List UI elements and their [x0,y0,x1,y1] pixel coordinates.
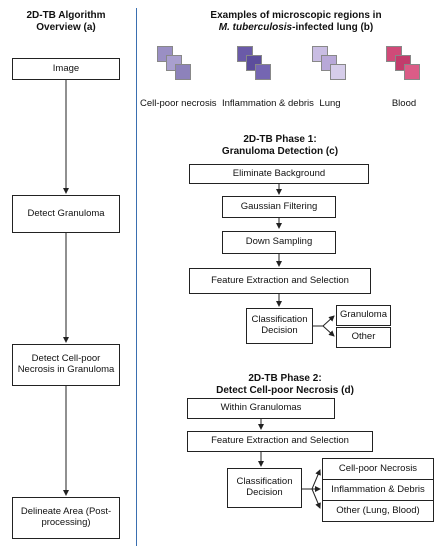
p2-outcome-inflammation: Inflammation & Debris [322,479,434,501]
p1-feature-extraction: Feature Extraction and Selection [189,268,371,294]
example-image-lung [312,46,348,82]
p1-classification-decision: Classification Decision [246,308,313,344]
step-delineate-area: Delineate Area (Post-processing) [12,497,120,539]
p2-within-granulomas: Within Granulomas [187,398,335,419]
example-image-inflammation [237,46,273,82]
examples-title-italic: M. tuberculosis [218,22,293,33]
phase1-title-line2: Granuloma Detection (c) [221,146,339,157]
example-image-blood [386,46,422,82]
example-image-cell-poor-necrosis [157,46,193,82]
phase2-title: 2D-TB Phase 2: Detect Cell-poor Necrosis… [200,373,370,397]
example-thumb [175,64,191,80]
overview-title-line1: 2D-TB Algorithm [26,10,106,21]
p1-outcome-other: Other [336,327,391,348]
example-label-cell-poor-necrosis: Cell-poor necrosis [140,98,217,109]
p1-gaussian-filtering: Gaussian Filtering [222,196,336,218]
examples-title-rest: -infected lung (b) [292,22,374,33]
example-label-blood: Blood [391,98,417,109]
step-image: Image [12,58,120,80]
phase1-title: 2D-TB Phase 1: Granuloma Detection (c) [210,134,350,158]
overview-title: 2D-TB Algorithm Overview (a) [10,10,122,34]
step-detect-necrosis: Detect Cell-poor Necrosis in Granuloma [12,344,120,386]
example-label-inflammation: Inflammation & debris [222,98,314,109]
phase2-title-line1: 2D-TB Phase 2: [248,373,322,384]
p1-eliminate-background: Eliminate Background [189,164,369,184]
p2-feature-extraction: Feature Extraction and Selection [187,431,373,452]
overview-title-line2: Overview (a) [36,22,96,33]
p2-outcome-other: Other (Lung, Blood) [322,500,434,522]
p1-outcome-granuloma: Granuloma [336,305,391,326]
example-label-lung: Lung [319,98,341,109]
example-thumb [404,64,420,80]
p2-outcome-cell-poor-necrosis: Cell-poor Necrosis [322,458,434,480]
step-detect-granuloma: Detect Granuloma [12,195,120,233]
example-thumb [255,64,271,80]
phase2-title-line2: Detect Cell-poor Necrosis (d) [216,385,354,396]
column-divider [136,8,137,546]
examples-title: Examples of microscopic regions in M. tu… [160,10,432,34]
example-thumb [330,64,346,80]
phase1-title-line1: 2D-TB Phase 1: [243,134,317,145]
p1-down-sampling: Down Sampling [222,231,336,254]
examples-title-line1: Examples of microscopic regions in [210,10,382,21]
p2-classification-decision: Classification Decision [227,468,302,508]
